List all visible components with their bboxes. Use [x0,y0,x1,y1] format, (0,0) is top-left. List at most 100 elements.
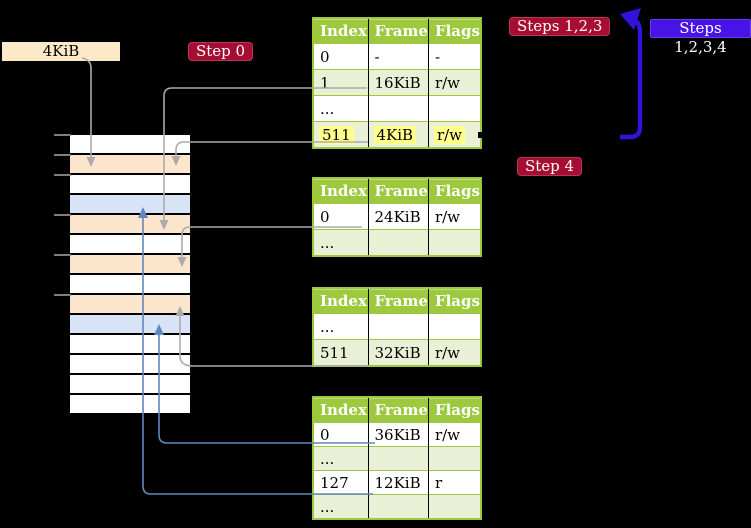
table-cell: r/w [428,69,482,96]
memory-tick [54,174,71,176]
table-cell: 16KiB [368,69,429,96]
table-cell: ... [313,494,369,519]
table-cell: r [428,470,482,495]
badge-step-0: Step 0 [188,42,254,61]
memory-frame-blue [70,313,190,333]
highlighted-value: 4KiB [373,125,417,144]
table-edge-mark [478,132,484,138]
highlighted-value: 511 [319,125,354,144]
table-row: ... [313,446,482,471]
table-cell: 4KiB [368,121,429,148]
table-cell: 32KiB [368,339,429,366]
memory-frame-white [70,135,190,153]
column-header-flags: Flags [428,288,482,314]
column-header-flags: Flags [428,397,482,423]
column-header-index: Index [313,178,369,204]
table-row: ... [313,313,482,340]
big-loop-arrow [620,8,643,140]
memory-frame-white [70,233,190,253]
memory-frame-peach [70,293,190,313]
table-row: ... [313,229,482,256]
memory-frame-white [70,173,190,193]
column-header-flags: Flags [428,18,482,44]
memory-frame-white [70,393,190,413]
loop-arrow-shaft [620,16,643,140]
column-header-frame: Frame [368,18,429,44]
table-cell: ... [313,95,369,122]
memory-tick [54,154,71,156]
column-header-index: Index [313,288,369,314]
column-header-flags: Flags [428,178,482,204]
table-cell: r/w [428,339,482,366]
table-cell: r/w [428,203,482,230]
table-cell [368,446,429,471]
table-cell [368,494,429,519]
table-cell: 0 [313,422,369,447]
table-cell: r/w [428,121,482,148]
highlighted-value: r/w [433,125,466,144]
memory-tick [54,254,71,256]
table-cell: r/w [428,422,482,447]
memory-frame-white [70,373,190,393]
badge-steps-1-2-3: Steps 1,2,3 [509,17,611,36]
memory-tick [54,214,71,216]
table-cell: 511 [313,121,369,148]
loop-arrowhead-icon [620,8,641,30]
memory-tick [54,134,71,136]
table-row: 0-- [313,43,482,70]
column-header-index: Index [313,18,369,44]
table-row: ... [313,95,482,122]
badge-step-4: Step 4 [517,157,583,176]
physical-memory-column [70,135,190,413]
table-cell: 1 [313,69,369,96]
table-cell: 24KiB [368,203,429,230]
table-row: ... [313,494,482,519]
table-cell: 36KiB [368,422,429,447]
table-cell: 0 [313,203,369,230]
table-cell [428,446,482,471]
table-cell [368,229,429,256]
page-size-label: 4KiB [42,42,80,60]
table-cell [428,494,482,519]
table-cell: 0 [313,43,369,70]
table-cell [368,313,429,340]
column-header-frame: Frame [368,178,429,204]
table-cell: ... [313,446,369,471]
table-cell: - [368,43,429,70]
memory-frame-white [70,333,190,353]
table-cell: 127 [313,470,369,495]
memory-tick [54,294,71,296]
badge-steps-1-2-3-4: Steps 1,2,3,4 [650,19,751,56]
page-size-box: 4KiB [2,42,120,61]
memory-frame-peach [70,153,190,173]
table-cell: 511 [313,339,369,366]
table-cell: - [428,43,482,70]
table-cell [368,95,429,122]
column-header-frame: Frame [368,288,429,314]
memory-frame-peach [70,253,190,273]
table-cell [428,229,482,256]
table-cell: 12KiB [368,470,429,495]
table-row: 511 4KiB r/w [313,121,482,148]
memory-frame-white [70,353,190,373]
memory-frame-white [70,273,190,293]
table-cell [428,95,482,122]
table-cell: ... [313,313,369,340]
column-header-frame: Frame [368,397,429,423]
memory-frame-peach [70,213,190,233]
column-header-index: Index [313,397,369,423]
